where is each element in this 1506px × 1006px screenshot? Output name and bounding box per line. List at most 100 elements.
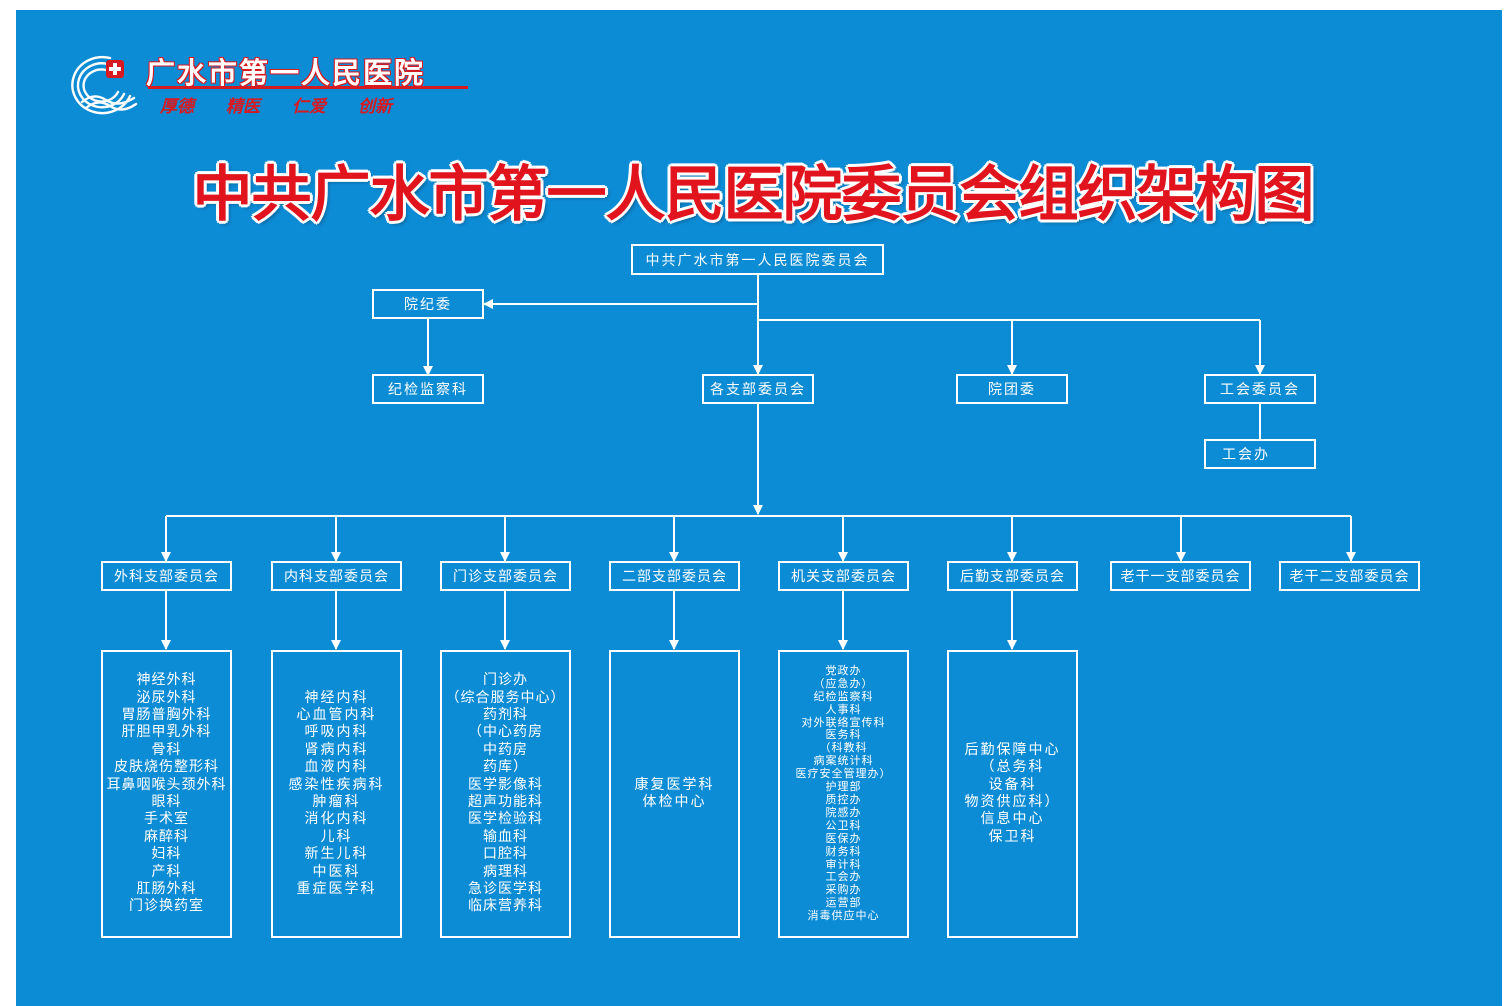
department-item: 物资供应科） — [964, 794, 1061, 810]
department-item: 采购办 — [825, 883, 862, 897]
department-item: 呼吸内科 — [304, 724, 369, 741]
department-item: 体检中心 — [642, 794, 707, 810]
department-item: 儿科 — [320, 828, 353, 845]
department-item: 审计科 — [825, 857, 862, 871]
department-item: 财务科 — [825, 844, 862, 858]
branch-committees-box: 各支部委员会 — [702, 374, 814, 404]
motto-word: 精医 — [226, 97, 260, 117]
department-item: 手术室 — [144, 811, 189, 828]
department-list-panel: 神经内科心血管内科呼吸内科肾病内科血液内科感染性疾病科肿瘤科消化内科儿科新生儿科… — [271, 650, 402, 938]
department-item: 临床营养科 — [468, 898, 543, 915]
branch-committee-box: 机关支部委员会 — [778, 561, 909, 591]
department-item: 神经外科 — [136, 672, 197, 689]
department-item: 运营部 — [825, 896, 862, 910]
department-item: （总务科 — [980, 759, 1045, 776]
department-item: 骨科 — [151, 741, 182, 758]
department-list-panel: 门诊办（综合服务中心）药剂科（中心药房中药房药库）医学影像科超声功能科医学检验科… — [440, 650, 571, 938]
department-item: 医务科 — [825, 728, 862, 742]
department-item: 皮肤烧伤整形科 — [114, 759, 219, 776]
department-item: 医学影像科 — [468, 776, 543, 793]
inspection-office-box: 纪检监察科 — [372, 374, 484, 404]
department-item: 超声功能科 — [468, 794, 543, 810]
department-item: （应急办） — [813, 676, 874, 690]
department-item: （综合服务中心） — [445, 689, 566, 706]
motto-word: 仁爱 — [292, 97, 326, 117]
department-item: （科教科 — [819, 741, 868, 755]
union-office-box: 工会办 — [1204, 439, 1316, 469]
department-item: 眼科 — [151, 794, 182, 810]
union-committee-box: 工会委员会 — [1204, 374, 1316, 404]
department-item: 肿瘤科 — [312, 794, 361, 810]
hospital-emblem-icon — [71, 55, 138, 115]
department-list-panel: 康复医学科体检中心 — [609, 650, 740, 938]
motto-word: 创新 — [358, 97, 392, 117]
department-item: 肾病内科 — [304, 741, 369, 758]
discipline-committee-box: 院纪委 — [372, 289, 484, 319]
department-item: 门诊换药室 — [129, 898, 204, 915]
department-item: 耳鼻咽喉头颈外科 — [106, 776, 227, 793]
logo-divider — [148, 86, 468, 89]
party-committee-box: 中共广水市第一人民医院委员会 — [631, 244, 884, 275]
department-item: 病案统计科 — [813, 754, 874, 768]
department-item: 药库） — [483, 759, 528, 776]
department-list-panel: 后勤保障中心（总务科设备科物资供应科）信息中心保卫科 — [947, 650, 1078, 938]
department-item: 康复医学科 — [634, 776, 715, 793]
motto-word: 厚德 — [160, 97, 194, 117]
department-item: 感染性疾病科 — [288, 776, 385, 793]
department-item: 病理科 — [483, 863, 528, 880]
department-item: 门诊办 — [483, 672, 528, 689]
department-item: 心血管内科 — [296, 706, 377, 723]
department-item: 保卫科 — [988, 828, 1037, 845]
branch-committee-box: 老干一支部委员会 — [1110, 561, 1251, 591]
branch-committee-box: 内科支部委员会 — [271, 561, 402, 591]
department-item: 新生儿科 — [304, 846, 369, 863]
branch-committee-box: 外科支部委员会 — [101, 561, 232, 591]
department-item: 医保办 — [825, 831, 862, 845]
department-item: 急诊医学科 — [468, 881, 543, 898]
page-title: 中共广水市第一人民医院委员会组织架构图 — [192, 160, 1315, 230]
department-item: 信息中心 — [980, 811, 1045, 828]
department-item: 麻醉科 — [144, 828, 189, 845]
department-list-panel: 神经外科泌尿外科胃肠普胸外科肝胆甲乳外科骨科皮肤烧伤整形科耳鼻咽喉头颈外科眼科手… — [101, 650, 232, 938]
department-item: 质控办 — [825, 793, 862, 806]
department-item: 设备科 — [988, 776, 1037, 793]
department-item: 党政办 — [825, 663, 862, 677]
department-item: 对外联络宣传科 — [801, 715, 886, 729]
department-item: 肝胆甲乳外科 — [121, 724, 212, 741]
department-item: 妇科 — [151, 846, 182, 863]
department-item: 消化内科 — [304, 811, 369, 828]
department-item: 药剂科 — [483, 706, 528, 723]
department-item: 重症医学科 — [296, 881, 377, 898]
branch-committee-box: 门诊支部委员会 — [440, 561, 571, 591]
department-item: 医学检验科 — [468, 811, 543, 828]
department-item: 肛肠外科 — [136, 881, 197, 898]
hospital-motto: 厚德 精医 仁爱 创新 — [160, 92, 424, 117]
department-item: 泌尿外科 — [136, 689, 197, 706]
department-item: 医疗安全管理办） — [795, 767, 892, 781]
branch-committee-box: 老干二支部委员会 — [1279, 561, 1420, 591]
department-item: （中心药房 — [468, 724, 543, 741]
department-item: 工会办 — [825, 870, 862, 884]
department-item: 消毒供应中心 — [807, 909, 880, 923]
department-item: 输血科 — [483, 828, 528, 845]
department-item: 口腔科 — [483, 846, 528, 863]
branch-committee-box: 后勤支部委员会 — [947, 561, 1078, 591]
department-list-panel: 党政办（应急办）纪检监察科人事科对外联络宣传科医务科（科教科病案统计科医疗安全管… — [778, 650, 909, 938]
youth-league-box: 院团委 — [956, 374, 1068, 404]
department-item: 护理部 — [825, 780, 862, 794]
hospital-name: 广水市第一人民医院 — [146, 56, 426, 90]
department-item: 胃肠普胸外科 — [121, 706, 212, 723]
department-item: 院感办 — [825, 805, 862, 819]
department-item: 纪检监察科 — [813, 689, 874, 703]
department-item: 产科 — [151, 863, 182, 880]
department-item: 后勤保障中心 — [964, 741, 1061, 758]
department-item: 中医科 — [312, 863, 361, 880]
department-item: 人事科 — [825, 702, 862, 716]
branch-committee-box: 二部支部委员会 — [609, 561, 740, 591]
department-item: 公卫科 — [825, 818, 862, 832]
department-item: 神经内科 — [304, 689, 369, 706]
department-item: 中药房 — [483, 741, 528, 758]
department-item: 血液内科 — [304, 759, 369, 776]
hospital-logo: 广水市第一人民医院 厚德 精医 仁爱 创新 — [64, 50, 484, 120]
